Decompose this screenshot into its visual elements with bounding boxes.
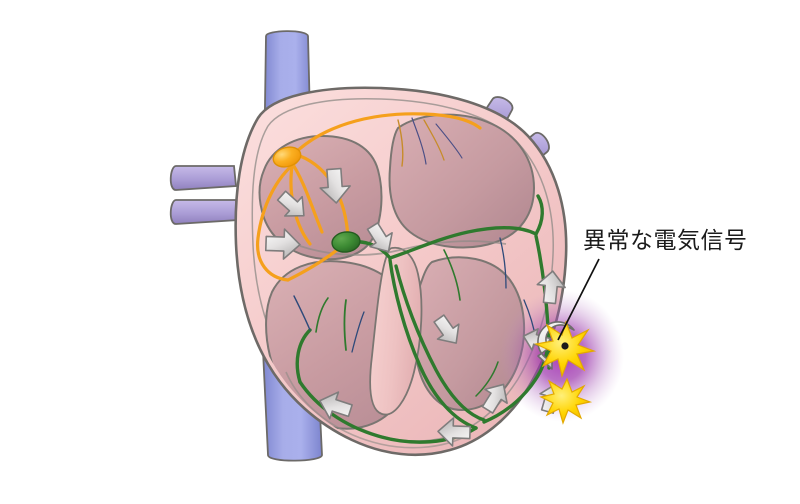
- flow-arrow-ventricular-1: [433, 314, 460, 344]
- interventricular-septum: [369, 246, 423, 416]
- flow-arrow-ventricular-4: [319, 391, 353, 420]
- internodal-middle: [255, 160, 298, 282]
- left-bundle-branch-up-right: [534, 194, 544, 236]
- heart-body-group: [234, 86, 624, 457]
- flow-arrow-ventricular-3: [437, 417, 472, 447]
- atrial-fiber-spray: [397, 117, 463, 167]
- apex-inner-wall: [285, 371, 471, 449]
- flow-arrow-atrial-1: [276, 190, 305, 217]
- bachmann-bundle: [288, 112, 482, 160]
- abnormal-signal-label: 異常な電気信号: [583, 228, 748, 254]
- ectopic-focus-group: [534, 320, 597, 425]
- septal-branch-inner: [394, 264, 486, 422]
- pulmonary-vein-upper-left: [169, 165, 237, 191]
- flow-arrow-atrial-2: [319, 167, 351, 204]
- flow-arrow-atrial-4: [366, 222, 393, 253]
- pulmonary-vein-lower-left: [169, 199, 239, 225]
- secondary-ectopic-focus-star: [539, 377, 593, 425]
- flow-arrow-ventricular-5: [536, 270, 566, 305]
- left-atrium: [388, 113, 536, 249]
- flow-arrow-atrial-3: [264, 228, 301, 260]
- flow-arrow-ventricular-2: [481, 383, 508, 414]
- purkinje-left-ventricle: [295, 328, 312, 384]
- callout-leader-line: [557, 258, 600, 341]
- primary-ectopic-focus-center: [561, 342, 569, 350]
- septal-branch-descending: [388, 258, 478, 430]
- sinoatrial-node: [272, 146, 302, 168]
- av-groove: [299, 240, 507, 256]
- atrioventricular-node: [331, 231, 361, 253]
- left-bundle-branch-upper: [388, 226, 538, 260]
